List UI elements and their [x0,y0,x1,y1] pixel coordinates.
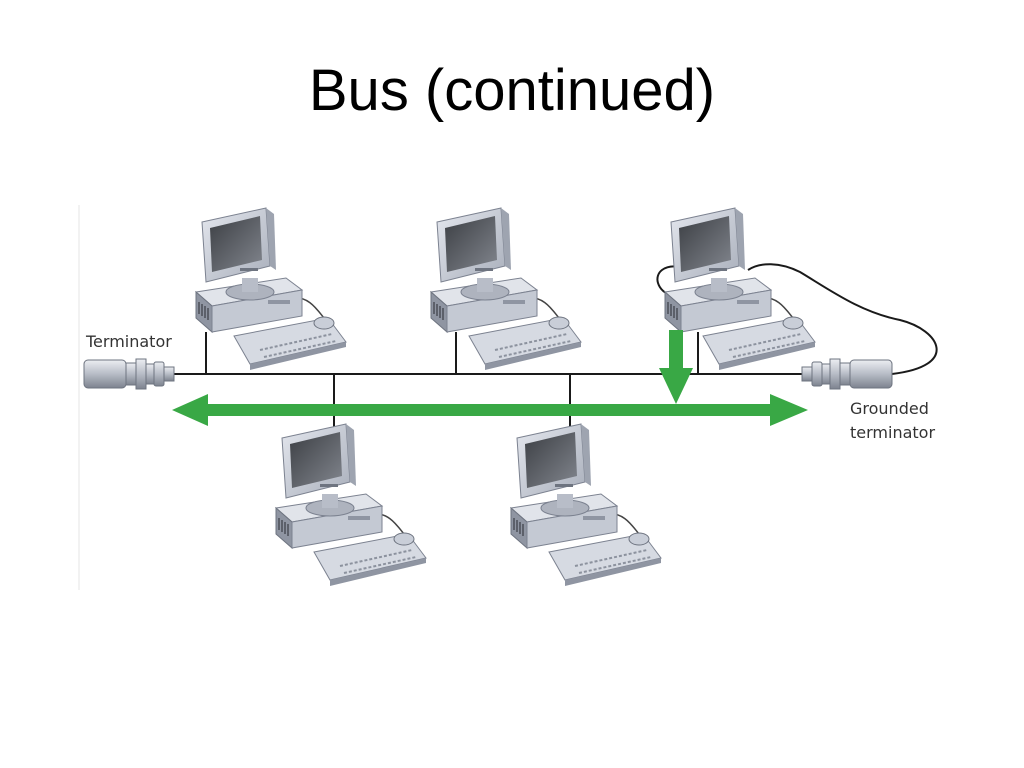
computer-workstation [275,423,427,587]
signal-arrow-down-shaft [669,330,683,370]
slide-title: Bus (continued) [308,58,716,123]
terminator-connector [83,358,175,390]
terminator-label: Terminator [85,332,172,351]
signal-arrowhead-left [172,394,208,426]
computer-workstation [664,207,816,371]
signal-arrowhead-right [770,394,808,426]
signal-arrowhead-down [659,368,693,404]
ground-wire [747,263,938,375]
grounded-terminator-label-line2: terminator [850,423,935,442]
computer-workstation [430,207,582,371]
computer-workstation [195,207,347,371]
computer-workstation [510,423,662,587]
grounded-terminator-connector [801,358,893,390]
signal-arrow-shaft [205,404,771,416]
grounded-terminator-label-line1: Grounded [850,399,929,418]
